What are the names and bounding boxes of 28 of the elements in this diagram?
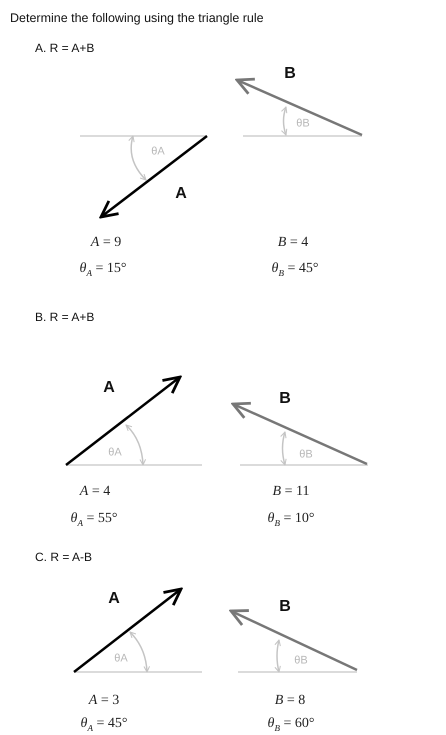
magnitude-value: B = 11 [272,485,310,499]
angle-label: θB [299,450,313,460]
angle-value: θ$_{B}$ = 10° [268,512,314,528]
angle-label: θB [296,118,310,130]
vector-label: A [108,591,120,607]
vector-label: B [279,599,291,615]
angle-value: θ$_{B}$ = 45° [272,262,318,278]
angle-label: θA [114,654,128,664]
angle-label: θA [108,448,122,458]
vector-label: B [284,66,296,82]
magnitude-value: A = 4 [80,485,110,499]
angle-value: θ$_{A}$ = 15° [80,262,126,278]
problem-heading: B. R = A+B [35,311,94,323]
problem-heading: A. R = A+B [35,42,94,54]
magnitude-value: B = 8 [274,694,306,708]
angle-value: θ$_{A}$ = 45° [80,717,128,733]
magnitude-value: B = 4 [278,236,308,250]
instruction-text: Determine the following using the triangle rule [10,12,264,24]
vector-label: B [279,391,291,407]
angle-value: θ$_{A}$ = 55° [70,512,118,528]
magnitude-value: A = 9 [90,236,122,250]
angle-label: θA [151,146,165,158]
vector-label: A [175,186,187,202]
angle-label: θB [294,656,308,666]
magnitude-value: A = 3 [88,694,120,708]
vector-label: A [103,380,115,396]
problem-heading: C. R = A-B [35,551,92,563]
angle-value: θ$_{B}$ = 60° [268,717,314,733]
